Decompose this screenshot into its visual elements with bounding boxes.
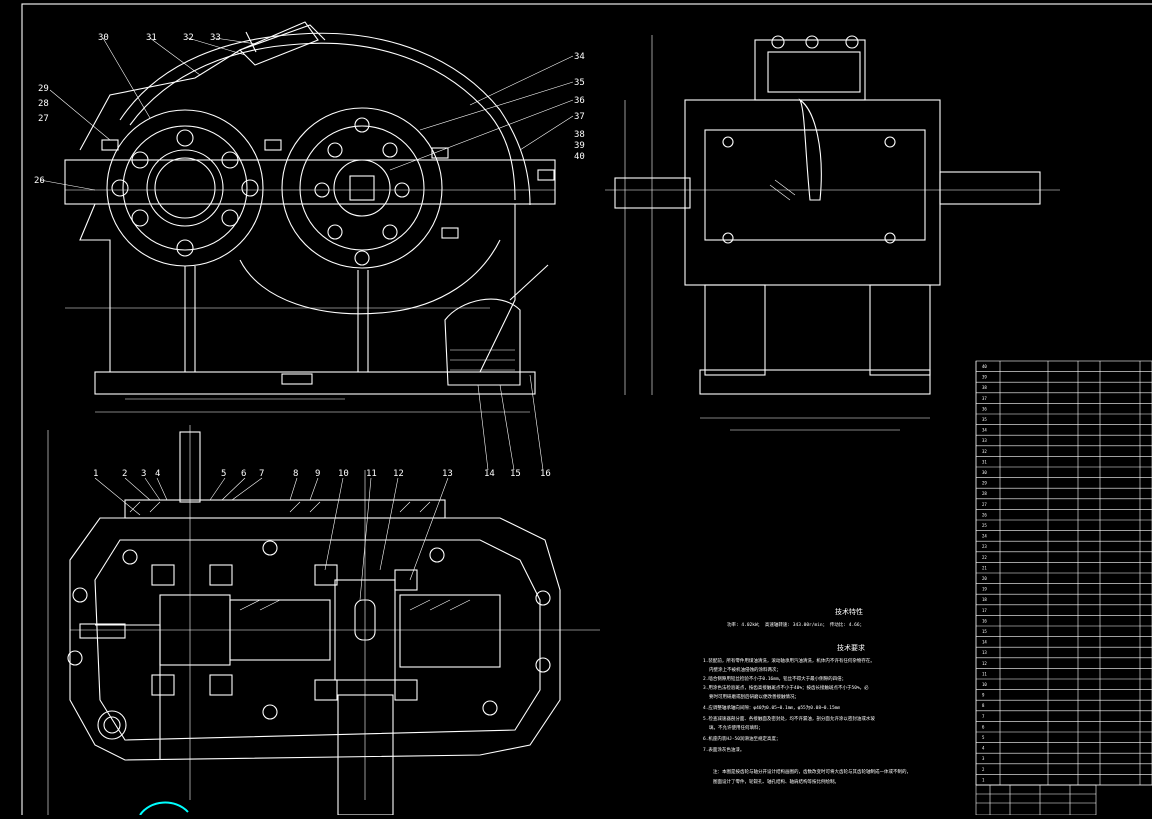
parts-table-row-number: 32 [982,449,987,454]
plan-view-labels: 1 2 3 4 5 6 7 8 9 10 11 12 13 14 15 16 [93,469,551,479]
part-label: 33 [210,33,221,43]
plan-view [47,374,600,816]
parts-table-row-number: 6 [982,724,985,729]
parts-table-row-number: 36 [982,406,987,411]
parts-table-row-number: 25 [982,523,987,528]
tech-req-item: 内壁涂上不被机油侵蚀的涂料两次； [709,666,781,673]
part-label: 10 [338,469,349,479]
part-label: 14 [484,469,495,479]
parts-table-row-number: 4 [982,746,985,751]
parts-table-row-number: 26 [982,512,987,517]
sheet-border [21,3,1152,819]
parts-table-row-number: 21 [982,565,987,570]
part-label: 3 [141,469,146,479]
part-label: 16 [540,469,551,479]
parts-table-row-number: 40 [982,364,987,369]
part-label: 13 [442,469,453,479]
part-label: 37 [574,112,585,122]
parts-table-row-number: 14 [982,640,987,645]
tech-char-line: 功率: 4.02kW； 高速轴转速: 343.00r/min； 传动比: 4.6… [727,621,864,628]
parts-table-row-number: 38 [982,385,987,390]
tech-req-item: 璃，不允许使用任何填料； [709,724,763,731]
part-label: 4 [155,469,160,479]
parts-table-row-number: 31 [982,459,987,464]
part-label: 38 [574,130,585,140]
parts-table-row-number: 19 [982,587,987,592]
parts-table-row-number: 2 [982,767,985,772]
tech-req-item: 7.表面涂灰色油漆。 [703,746,744,753]
tech-req-item: 1.装配前，所有零件用煤油清洗，滚动轴承用汽油清洗，机体内不许有任何杂物存在。 [703,657,875,664]
part-label: 11 [366,469,377,479]
parts-table-row-number: 20 [982,576,987,581]
part-label: 29 [38,84,49,94]
tech-req-title: 技术要求 [837,643,865,652]
part-label: 15 [510,469,521,479]
accent-arc [139,801,189,816]
parts-table-row-number: 9 [982,693,985,698]
tech-req-item: 6.机座内装HJ-50润滑油至规定高度； [703,735,780,742]
front-view-labels: 30 31 32 33 34 35 36 37 38 39 40 29 28 2… [34,33,585,186]
parts-table: 4039383736353433323130292827262524232221… [975,360,1152,816]
part-label: 35 [574,78,585,88]
part-label: 5 [221,469,226,479]
tech-req-item: 2.啮合侧隙用铅丝检验不小于0.16mm，铅丝不得大于最小侧隙的四倍； [703,675,846,682]
side-view [605,35,1060,431]
parts-table-row-number: 7 [982,714,985,719]
parts-table-row-number: 17 [982,608,987,613]
parts-table-row-number: 11 [982,671,987,676]
part-label: 26 [34,176,45,186]
part-label: 32 [183,33,194,43]
parts-table-row-number: 34 [982,428,987,433]
part-label: 1 [93,469,98,479]
parts-table-row-number: 39 [982,375,987,380]
tech-req-item: 5.检查减速器剖分面、各接触面及密封处，均不许漏油，剖分面允许涂以密封油或水玻 [703,715,875,722]
parts-table-row-number: 30 [982,470,987,475]
parts-table-row-number: 16 [982,618,987,623]
part-label: 30 [98,33,109,43]
part-label: 6 [241,469,246,479]
tech-req-item: 3.用涂色法检验斑点，按齿高接触斑点不小于40%；按齿长接触斑点不小于50%，必 [703,684,869,691]
parts-table-row-number: 35 [982,417,987,422]
part-label: 34 [574,52,585,62]
part-label: 7 [259,469,264,479]
parts-table-row-number: 13 [982,650,987,655]
parts-table-row-number: 37 [982,396,987,401]
tech-req-item: 要时可用研磨或刮后研磨以便改善接触情况； [709,693,799,700]
parts-table-row-number: 33 [982,438,987,443]
technical-notes: 技术特性 功率: 4.02kW； 高速轴转速: 343.00r/min； 传动比… [703,607,911,785]
parts-table-row-number: 23 [982,544,987,549]
parts-table-row-number: 8 [982,703,985,708]
part-label: 40 [574,152,585,162]
tech-req-item: 4.应调整轴承轴向间隙：φ40为0.05~0.1mm，φ55为0.08~0.15… [703,704,840,711]
parts-table-row-number: 22 [982,555,987,560]
part-label: 8 [293,469,298,479]
part-label: 28 [38,99,49,109]
tech-char-title: 技术特性 [835,607,863,616]
tech-footnote: 图面设计了零件，轮毂孔、轴孔结构、轴肩结构等按比例绘制。 [713,778,839,785]
parts-table-row-number: 18 [982,597,987,602]
parts-table-row-number: 12 [982,661,987,666]
parts-table-row-number: 1 [982,777,985,782]
front-view [39,21,574,413]
parts-table-row-number: 10 [982,682,987,687]
parts-table-row-number: 3 [982,756,985,761]
part-label: 9 [315,469,320,479]
parts-table-row-number: 24 [982,534,987,539]
tech-footnote: 注：本图是按齿轮与轴分开设计结构画图的，齿数改变时可将大齿轮与其齿轮轴制成一体或… [713,768,911,775]
part-label: 27 [38,114,49,124]
parts-table-row-number: 28 [982,491,987,496]
parts-table-row-number: 15 [982,629,987,634]
parts-table-row-number: 5 [982,735,985,740]
part-label: 31 [146,33,157,43]
part-label: 36 [574,96,585,106]
part-label: 12 [393,469,404,479]
part-label: 39 [574,141,585,151]
parts-table-row-number: 27 [982,502,987,507]
part-label: 2 [122,469,127,479]
parts-table-row-number: 29 [982,481,987,486]
